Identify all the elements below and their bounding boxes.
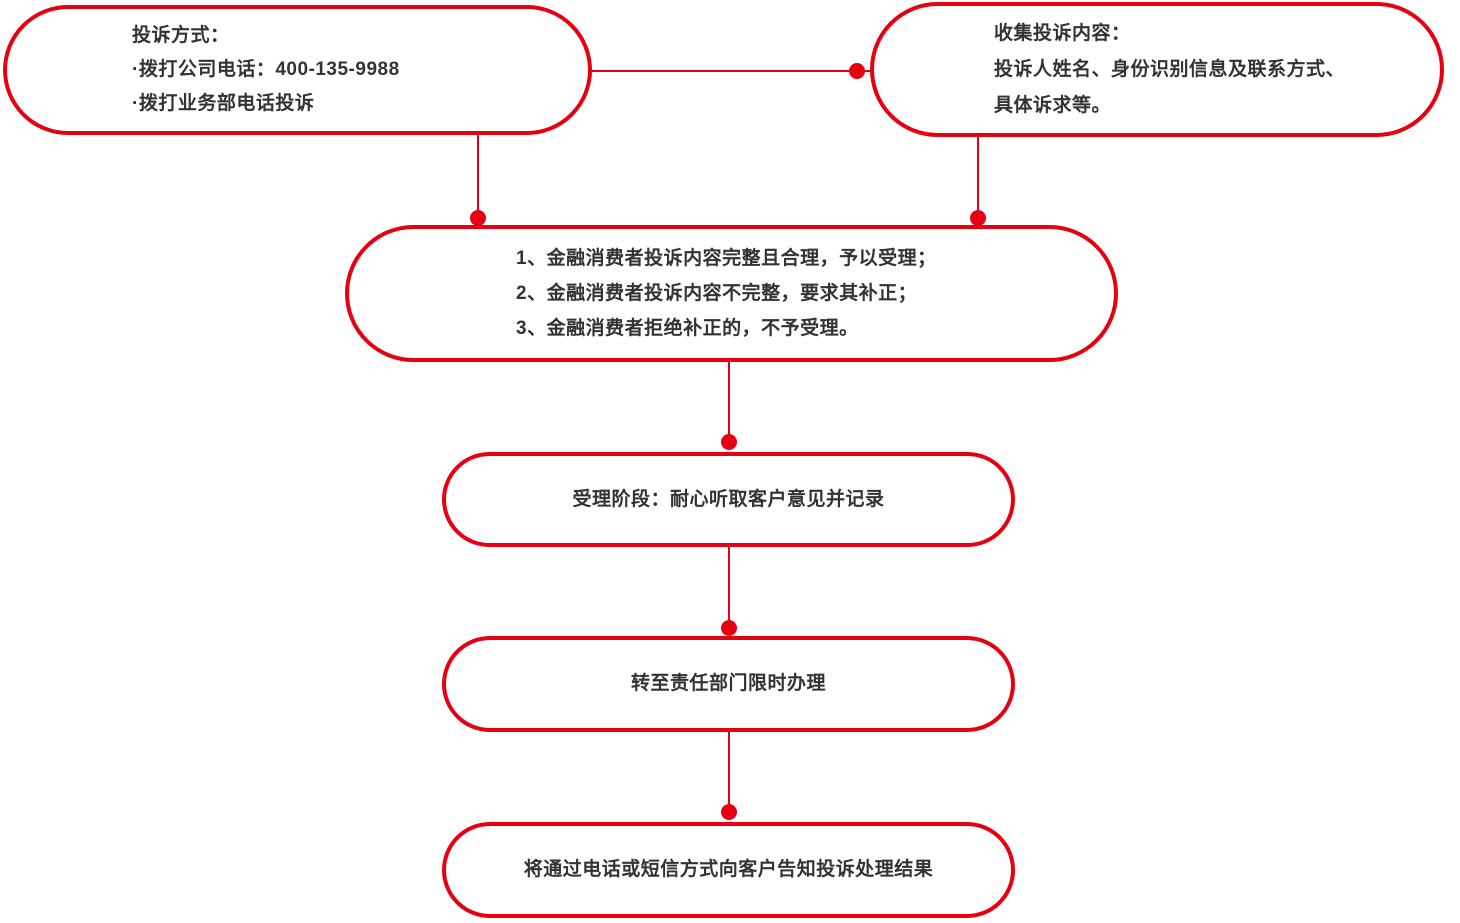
connector-line-vertical — [728, 360, 730, 444]
node-text: 将通过电话或短信方式向客户告知投诉处理结果 — [446, 858, 1011, 882]
connector-line-horizontal — [592, 70, 870, 72]
text-line: ·拨打公司电话：400-135-9988 — [132, 59, 400, 80]
connector-dot — [721, 620, 737, 636]
node-text: 转至责任部门限时办理 — [446, 672, 1011, 696]
text-line: 转至责任部门限时办理 — [630, 673, 826, 694]
text-line: 1、金融消费者投诉内容完整且合理，予以受理； — [516, 248, 937, 269]
connector-dot — [721, 434, 737, 450]
text-line: 收集投诉内容： — [994, 22, 1131, 44]
text-line: 受理阶段：耐心听取客户意见并记录 — [572, 488, 885, 510]
connector-dot — [849, 63, 865, 79]
connector-dot — [721, 804, 737, 820]
node-text: 1、金融消费者投诉内容完整且合理，予以受理； 2、金融消费者投诉内容不完整，要求… — [349, 241, 1114, 346]
node-text: 收集投诉内容： 投诉人姓名、身份识别信息及联系方式、 具体诉求等。 — [874, 16, 1440, 124]
text-line: 2、金融消费者投诉内容不完整，要求其补正； — [516, 283, 918, 304]
node-notify-result: 将通过电话或短信方式向客户告知投诉处理结果 — [442, 822, 1015, 918]
text-line: 具体诉求等。 — [994, 94, 1112, 116]
connector-line-vertical — [977, 136, 979, 220]
text-line: 投诉人姓名、身份识别信息及联系方式、 — [994, 58, 1346, 80]
node-transfer-department: 转至责任部门限时办理 — [442, 636, 1015, 732]
node-collect-content: 收集投诉内容： 投诉人姓名、身份识别信息及联系方式、 具体诉求等。 — [870, 2, 1444, 137]
connector-dot — [470, 210, 486, 226]
text-line: 3、金融消费者拒绝补正的，不予受理。 — [516, 318, 859, 339]
text-line: ·拨打业务部电话投诉 — [132, 93, 315, 114]
connector-line-vertical — [477, 134, 479, 220]
node-acceptance-stage: 受理阶段：耐心听取客户意见并记录 — [442, 452, 1015, 547]
text-line: 将通过电话或短信方式向客户告知投诉处理结果 — [523, 859, 934, 880]
node-text: 受理阶段：耐心听取客户意见并记录 — [446, 488, 1011, 512]
node-complaint-methods: 投诉方式： ·拨打公司电话：400-135-9988 ·拨打业务部电话投诉 — [3, 5, 592, 135]
text-line: 投诉方式： — [132, 25, 230, 46]
connector-dot — [970, 210, 986, 226]
connector-line-vertical — [728, 545, 730, 630]
node-text: 投诉方式： ·拨打公司电话：400-135-9988 ·拨打业务部电话投诉 — [7, 19, 588, 121]
connector-line-vertical — [728, 730, 730, 814]
node-acceptance-rules: 1、金融消费者投诉内容完整且合理，予以受理； 2、金融消费者投诉内容不完整，要求… — [345, 225, 1118, 362]
